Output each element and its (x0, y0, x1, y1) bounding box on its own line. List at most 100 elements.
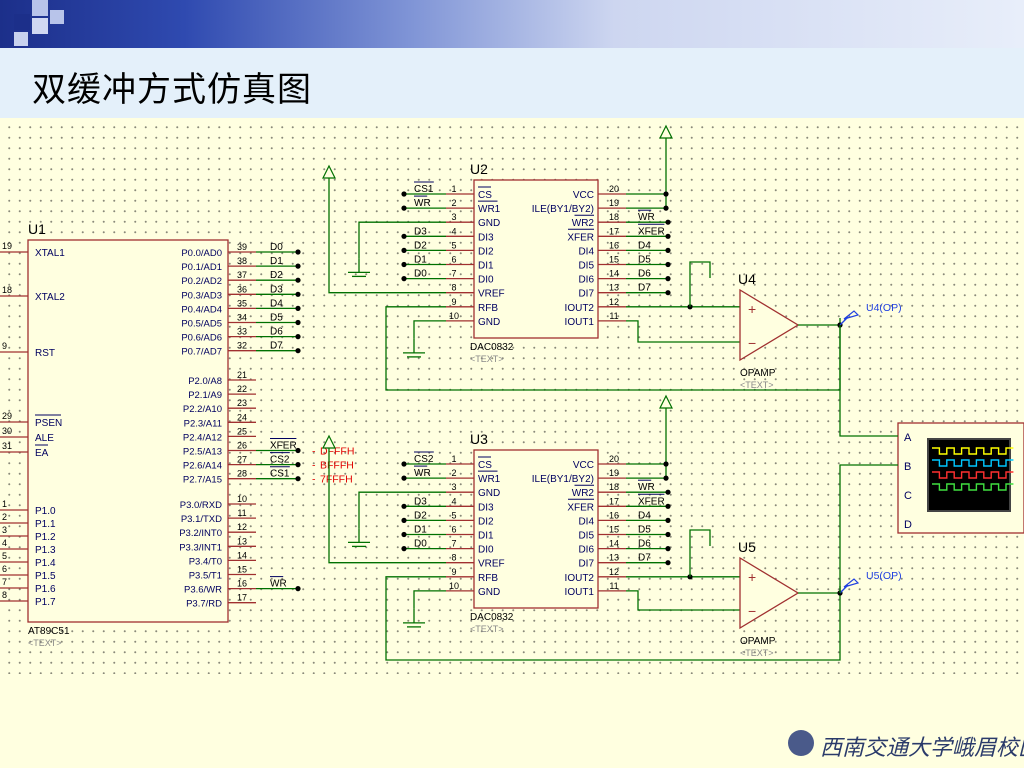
dac-net-label: WR (414, 468, 431, 479)
dac-pin-num: 7 (451, 269, 456, 279)
u1-pin-num: 16 (237, 579, 247, 589)
u1-net-dot (295, 348, 301, 354)
u1-net-dot (295, 447, 301, 454)
dac-pin-name: WR1 (478, 474, 501, 485)
u1-pin-num: 12 (237, 522, 247, 532)
dac-net-label: D5 (638, 525, 651, 536)
decor-square-2 (32, 0, 48, 16)
dac-net-label: D2 (414, 510, 427, 521)
dac-pin-num: 10 (449, 311, 459, 321)
dac-net-label: XFER (638, 496, 665, 507)
address-dash: - (312, 460, 316, 472)
dac-net-label: D2 (414, 240, 427, 251)
u1-pin-num: 4 (2, 538, 7, 548)
dac-pin-name: DI4 (578, 246, 594, 257)
u1-net-label: D4 (270, 298, 283, 309)
u1-text: <TEXT> (28, 638, 62, 648)
u1-pin-name: P1.4 (35, 558, 56, 569)
decor-square-3 (32, 18, 48, 34)
opamp-gnd-wire (689, 261, 711, 307)
u1-pin-name: P1.2 (35, 532, 56, 543)
u1-pin-num: 17 (237, 593, 247, 603)
dac-pin-name: GND (478, 488, 500, 499)
dac-pin-num: 4 (451, 226, 456, 236)
dac-net-dot (665, 531, 671, 538)
dac-pin-name: IOUT2 (565, 303, 595, 314)
dac-net-label: D0 (414, 269, 427, 280)
probe-label: U5(OP) (866, 570, 902, 582)
u1-pin-name: P1.7 (35, 597, 56, 608)
scope-channel-label: C (904, 490, 912, 502)
dac-pin-name: ILE(BY1/BY2) (532, 474, 594, 485)
dac-pin-name: WR2 (572, 488, 595, 499)
dac-net-dot (665, 546, 671, 552)
opamp-text: <TEXT> (740, 380, 774, 390)
u1-net-label: D6 (270, 327, 283, 338)
u1-net-dot (295, 319, 301, 326)
address-dash: - (312, 474, 316, 486)
u1-pin-name: P2.3/A11 (184, 418, 222, 429)
dac-net-label: D6 (638, 539, 651, 550)
dac-pin-num: 14 (609, 269, 619, 279)
title-band (0, 48, 1024, 118)
dac-pin-name: XFER (567, 232, 594, 243)
dac-net-dot (665, 290, 671, 296)
dac-pin-num: 7 (451, 539, 456, 549)
opamp-in-wire (626, 320, 740, 343)
u1-net-dot (295, 334, 301, 340)
dac-body (473, 179, 599, 339)
u1-pin-name: P3.1/TXD (181, 514, 222, 525)
u1-pin-name: XTAL1 (35, 248, 65, 259)
u1-pin-num: 11 (237, 508, 246, 518)
dac-pin-name: RFB (478, 573, 498, 584)
u1-pin-num: 2 (2, 512, 7, 522)
opamp-ref: U5 (738, 539, 756, 555)
u1-pin-name: P0.4/AD4 (181, 304, 222, 315)
dac-pin-num: 6 (451, 255, 456, 265)
footer-logo-text: 西南交通大学峨眉校区 (820, 736, 1024, 761)
dac-net-label: XFER (638, 226, 665, 237)
vref-wire (328, 448, 446, 564)
dac-net-dot (401, 261, 407, 268)
gnd-wire (358, 221, 446, 259)
opamp-text: <TEXT> (740, 648, 774, 658)
u1-body (27, 239, 229, 623)
dac-net-dot (665, 489, 671, 495)
dac-net-label: D3 (414, 226, 427, 237)
u1-pin-name: P1.5 (35, 571, 56, 582)
u1-pin-name: P3.0/RXD (180, 500, 222, 511)
dac-pin-num: 4 (451, 496, 456, 506)
u1-pin-name: P2.7/A15 (183, 475, 222, 486)
u1-net-label: D1 (270, 256, 283, 267)
opamp-body (739, 288, 800, 362)
dac-pin-num: 18 (609, 482, 619, 492)
dac-net-label: CS1 (414, 184, 434, 195)
junction-dot (663, 205, 669, 211)
dac-net-label: D5 (638, 255, 651, 266)
address-dash: - (312, 446, 316, 458)
dac-ref: U2 (470, 161, 488, 177)
dac-pin-name: IOUT2 (565, 573, 595, 584)
dac-pin-num: 2 (451, 198, 456, 208)
dac-net-label: D4 (638, 240, 651, 251)
dac-net-dot (401, 461, 407, 467)
u1-pin-name: P0.2/AD2 (181, 276, 222, 287)
u1-pin-num: 5 (2, 551, 7, 561)
opamp-in-wire (626, 590, 740, 611)
dac-pin-name: DI3 (478, 502, 494, 513)
dac-net-dot (665, 503, 671, 509)
u1-net-label: WR (270, 579, 287, 590)
dac-pin-name: VCC (573, 460, 594, 471)
u1-pin-num: 19 (2, 241, 12, 251)
dac-ref: U3 (470, 431, 488, 447)
decor-square-5 (14, 32, 28, 46)
dac-pin-num: 8 (451, 283, 456, 293)
opamp-gnd-wire (689, 529, 711, 577)
u1-net-label: D7 (270, 341, 283, 352)
dac-pin-num: 17 (609, 226, 619, 236)
u1-pin-num: 39 (237, 242, 247, 252)
u1-pin-name: P3.4/T0 (189, 556, 222, 567)
dac-pin-num: 9 (451, 567, 456, 577)
dac-net-dot (665, 276, 671, 282)
